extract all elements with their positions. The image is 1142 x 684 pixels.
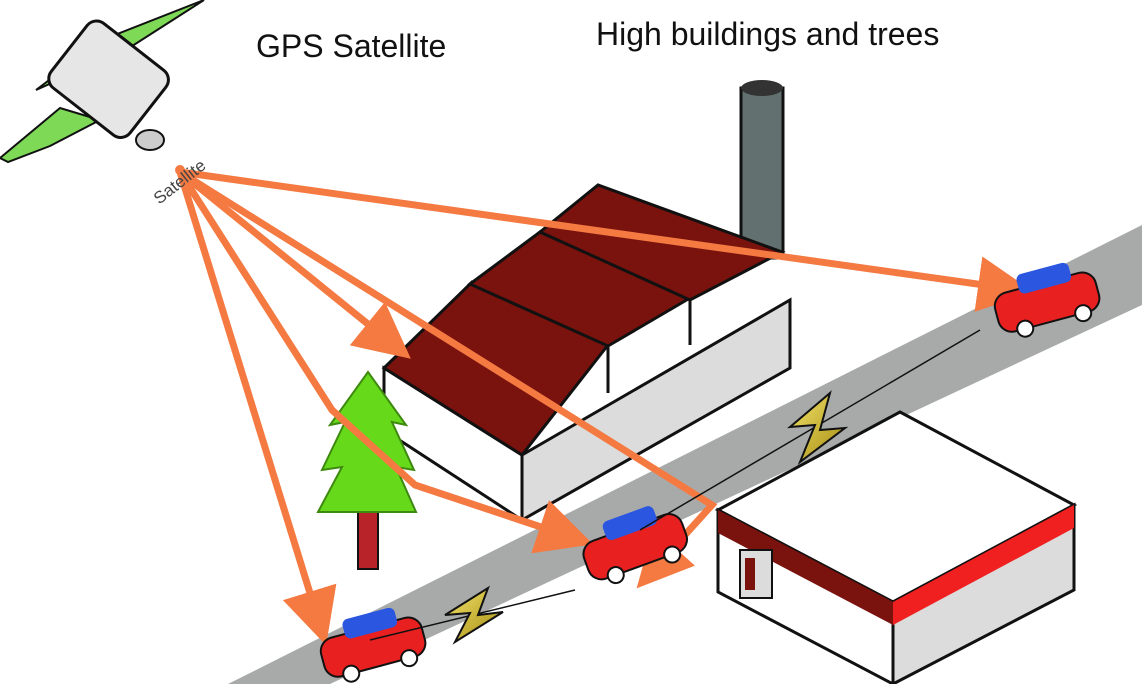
shop-stripe-front <box>718 510 893 625</box>
lightning-icon <box>786 390 849 465</box>
obstacles-label: High buildings and trees <box>596 16 940 52</box>
lightning-icon <box>444 585 504 645</box>
chimney <box>739 80 785 260</box>
shop-stripe-side <box>893 505 1074 625</box>
road <box>228 225 1142 684</box>
signal-paths <box>176 168 1034 646</box>
satellite-icon <box>0 0 205 175</box>
satellite-emitter <box>175 165 185 175</box>
shop-icon <box>714 410 1078 684</box>
gps-satellite-label: GPS Satellite <box>256 28 447 64</box>
car-icon <box>993 262 1101 338</box>
shop-pump <box>739 549 773 599</box>
car-icon <box>582 506 688 585</box>
